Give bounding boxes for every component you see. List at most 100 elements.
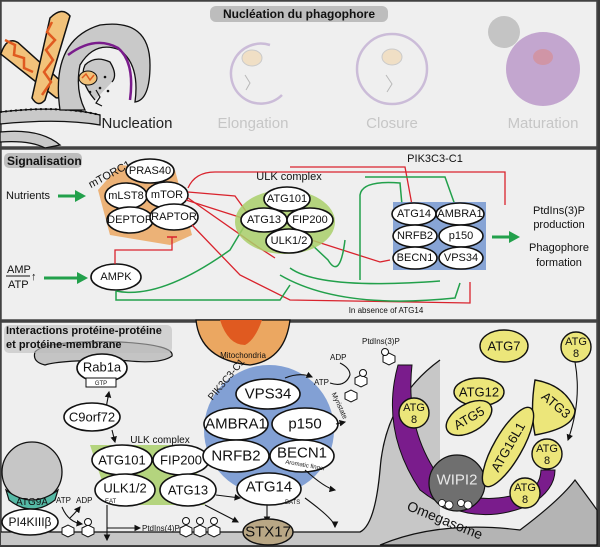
node-ulk12-b — [94, 473, 156, 507]
node-atg8-left-l2: 8 — [411, 414, 417, 426]
node-atg101-label: ATG101 — [267, 193, 307, 205]
output-ptdins3p: PtdIns(3)P — [533, 205, 585, 217]
node-ulk12-b-label: ULK1/2 — [103, 481, 146, 496]
atp-label: ATP — [8, 279, 29, 291]
output-formation: formation — [536, 257, 582, 269]
node-atg14-label: ATG14 — [397, 208, 431, 220]
node-becn1-b — [269, 439, 335, 473]
edge-ampk-activates-ulk — [115, 284, 291, 301]
output-production: production — [533, 219, 584, 231]
panel-interactions-title-line1: Interactions protéine-protéine — [6, 325, 162, 337]
panel-interactions-title-line2: et protéine-membrane — [6, 339, 122, 351]
edge-raptor-ampk — [191, 224, 471, 304]
panel-nucleation: Nucleation Elongation Closure Maturation… — [0, 0, 598, 149]
nutrients-label: Nutrients — [6, 190, 51, 202]
node-atg8-bottom-l1: ATG — [514, 482, 536, 494]
edge-ampk-inhibits-raptor — [114, 237, 173, 264]
edge-adp-release — [69, 506, 81, 519]
ulk-complex-membrane: ULK complex ATG101 FIP200 ULK1/2 EAT ATG… — [90, 435, 217, 507]
edge-atp-adp — [329, 374, 351, 385]
node-atg8-top-l2: 8 — [573, 348, 579, 360]
nutrients-arrow — [58, 190, 86, 202]
node-atg13-b-label: ATG13 — [168, 483, 208, 498]
node-atg7 — [479, 329, 529, 363]
node-pi4k — [1, 508, 59, 536]
output-arrow — [492, 231, 520, 243]
node-atg13-b — [159, 473, 217, 507]
node-c9orf72-label: C9orf72 — [69, 410, 115, 425]
edge-atp-phosphorylation — [61, 506, 84, 527]
edge-atg13-stx17 — [204, 504, 239, 523]
ptdins4p-label: PtdIns(4)P — [142, 524, 180, 533]
node-ambra1-b-label: AMBRA1 — [205, 416, 267, 433]
stage-closure-icon — [355, 32, 429, 106]
panel-interactions: Mitochondria Interactions protéine-proté… — [0, 319, 598, 546]
atp-label-1: ATP — [56, 496, 71, 505]
node-c9orf72 — [63, 402, 121, 432]
edge-mtor-inhibits-ambra1 — [187, 171, 506, 205]
node-ambra1-label: AMBRA1 — [437, 208, 482, 220]
node-atg8-left — [398, 397, 430, 429]
node-atg8-bottom — [509, 477, 541, 509]
lipid-headgroups-pi4 — [61, 518, 95, 538]
conjugation-system: ATG7 ATG 8 ATG12 ATG5 ATG3 ATG16L1 ATG 8… — [398, 329, 592, 509]
stage-maturation-label: Maturation — [508, 115, 579, 132]
edge-ulk-activates-atg14 — [359, 181, 403, 280]
edge-p150-membrane — [335, 419, 347, 427]
edge-c9orf72-ulk — [110, 429, 117, 444]
node-vps34-label: VPS34 — [444, 252, 478, 264]
node-raptor — [149, 203, 199, 231]
node-fip200-label: FIP200 — [292, 214, 327, 226]
node-rab1a-label: Rab1a — [83, 360, 122, 375]
panel-signalisation-title-bg — [4, 153, 82, 168]
pik3c3-label: PIK3C3-C1 — [407, 153, 463, 165]
atg9a-vesicle: ATG9A — [1, 441, 63, 510]
output-phagophore: Phagophore — [529, 242, 589, 254]
node-atg12-label: ATG12 — [459, 385, 499, 400]
node-atg8-right-l2: 8 — [544, 455, 550, 467]
edge-ulk-activates-ambra1 — [365, 176, 456, 206]
panel-signalisation-title: Signalisation — [7, 154, 82, 168]
stage-nucleation-label: Nucleation — [102, 115, 173, 132]
er-membrane — [0, 108, 101, 149]
node-nrfb2-b — [202, 439, 270, 473]
mitochondria: Mitochondria — [195, 319, 291, 366]
gtp-label: GTP — [95, 381, 107, 387]
node-atg5 — [445, 399, 493, 437]
node-atg7-label: ATG7 — [488, 339, 521, 354]
node-stx17-label: STX17 — [245, 524, 291, 541]
node-atg8-right-l1: ATG — [536, 443, 558, 455]
node-deptor-label: DEPTOR — [107, 214, 153, 226]
ulk-complex-label: ULK complex — [256, 171, 322, 183]
edge-ulk-activates-vps34 — [279, 274, 461, 302]
node-atg3 — [531, 379, 576, 436]
node-becn1-label: BECN1 — [397, 252, 434, 264]
node-pras40-label: PRAS40 — [129, 165, 171, 177]
node-atg8-left-l1: ATG — [403, 402, 425, 414]
node-atg8-bottom-l2: 8 — [522, 494, 528, 506]
edge-ulk-feedback — [309, 239, 346, 268]
node-atg8-top — [560, 331, 592, 363]
edge-becn1-membrane — [304, 469, 337, 493]
node-atg8-top-l1: ATG — [565, 336, 587, 348]
increase-arrow: ↑ — [31, 271, 37, 283]
node-atg13-label: ATG13 — [247, 214, 281, 226]
edge-atg8-transfer — [566, 361, 578, 442]
er-floor — [1, 360, 440, 545]
atp-label-2: ATP — [314, 378, 329, 387]
edge-adp — [339, 362, 351, 376]
panel-signalisation: Signalisation Nutrients AMP ATP ↑ mTORC1… — [0, 148, 598, 321]
node-nrfb2-label: NRFB2 — [397, 230, 433, 242]
node-atg14-b — [236, 472, 302, 506]
lipid-headgroups-omegasome — [344, 348, 396, 403]
panel-nucleation-title: Nucléation du phagophore — [223, 7, 375, 21]
node-atg101 — [263, 186, 311, 212]
node-ulk12-label: ULK1/2 — [271, 235, 308, 247]
amp-label: AMP — [7, 264, 31, 276]
omegasome-membrane — [379, 479, 598, 546]
stage-closure-label: Closure — [366, 115, 418, 132]
ear-label: EAT — [105, 499, 117, 505]
node-wipi2-label: WIPI2 — [437, 472, 478, 489]
node-ulk12 — [265, 228, 313, 254]
lipid-headgroups-atg13 — [179, 517, 221, 538]
